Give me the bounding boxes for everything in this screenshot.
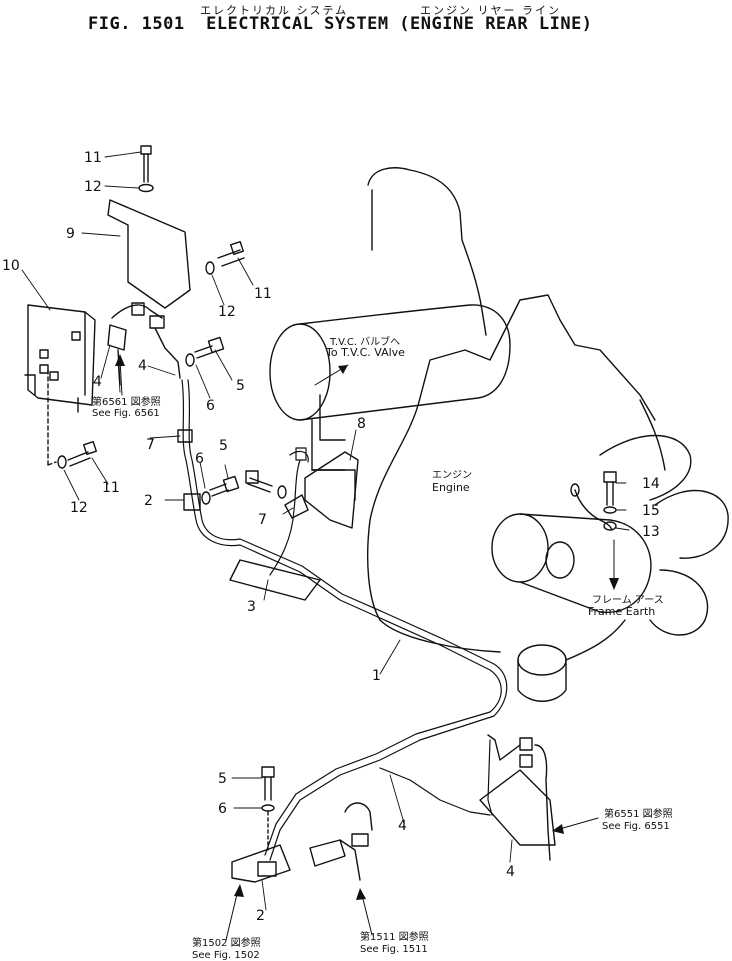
washer-12-top <box>138 183 154 193</box>
callout-3: 3 <box>247 599 256 615</box>
bolt-11-lower <box>67 440 98 467</box>
callout-11-right: 11 <box>254 286 272 302</box>
tvc-label-en: To T.V.C. VAlve <box>325 346 405 359</box>
bolt-14 <box>603 471 617 506</box>
leader-lines <box>21 151 630 911</box>
callout-7-right: 7 <box>258 512 267 528</box>
washer-6-upper <box>185 353 195 367</box>
arrow-head-1502 <box>234 884 244 897</box>
ref-6561-en: See Fig. 6561 <box>92 408 160 419</box>
callout-12-lower: 12 <box>70 500 88 516</box>
ref-1511-en: See Fig. 1511 <box>360 944 428 955</box>
ref-1511-jp: 第1511 図参照 <box>360 930 429 943</box>
frame-earth-wire <box>570 483 617 531</box>
clamp-2-lower <box>257 861 277 877</box>
callout-12-right: 12 <box>218 304 236 320</box>
cover-9 <box>107 199 191 309</box>
connector-1511 <box>309 802 373 881</box>
ref-1502-en: See Fig. 1502 <box>192 950 260 961</box>
callout-8: 8 <box>357 416 366 432</box>
reference-arrows <box>119 359 615 941</box>
washer-15 <box>603 506 617 514</box>
washer-6-lower <box>261 804 275 812</box>
callout-14: 14 <box>642 476 660 492</box>
figure-title: FIG. 1501 ELECTRICAL SYSTEM (ENGINE REAR… <box>88 14 593 34</box>
arrow-head-6551 <box>552 824 564 834</box>
bolt-5-upper <box>194 336 225 359</box>
clamp-7-right <box>284 494 309 519</box>
engine-body <box>269 167 729 702</box>
ref-6561-jp: 第6561 図参照 <box>92 395 161 408</box>
ref-6551-en: See Fig. 6551 <box>602 821 670 832</box>
callout-6-upper: 6 <box>206 398 215 414</box>
arrow-head-6561 <box>115 354 125 366</box>
bolt-5-mid <box>209 475 240 497</box>
callout-11-lower: 11 <box>102 480 120 496</box>
engine-label-en: Engine <box>432 481 470 494</box>
washer-6-mid <box>201 491 211 505</box>
arrow-head-frame-earth <box>609 578 619 590</box>
callout-2-upper: 2 <box>144 493 153 509</box>
bracket-lower-left <box>231 844 291 883</box>
bolt-11-right <box>217 240 245 267</box>
frame-earth-label-en: Frame Earth <box>588 605 655 618</box>
callout-5-mid: 5 <box>219 438 228 454</box>
ref-1502-jp: 第1502 図参照 <box>192 936 261 949</box>
callout-9: 9 <box>66 226 75 242</box>
engine-label-jp: エンジン <box>432 470 472 481</box>
washer-near-8 <box>277 485 287 499</box>
bolt-near-8 <box>245 470 273 493</box>
japanese-title-part-2: エンジン リヤー ライン <box>420 4 561 17</box>
arrow-head-1511 <box>356 888 366 900</box>
callout-6-lower: 6 <box>218 801 227 817</box>
washer-12-right <box>205 261 215 275</box>
clamp-2-upper <box>183 493 201 511</box>
tvc-label-jp: T.V.C. バルブへ <box>329 335 400 348</box>
connector-6561 <box>107 302 181 386</box>
callout-5-lower: 5 <box>218 771 227 787</box>
callout-12-top: 12 <box>84 179 102 195</box>
callout-11-top: 11 <box>84 150 102 166</box>
bolt-5-lower <box>261 766 275 801</box>
callout-7-left: 7 <box>146 437 155 453</box>
callout-13: 13 <box>642 524 660 540</box>
japanese-title-part-1: エレクトリカル システム <box>200 4 349 17</box>
callout-4-left: 4 <box>93 374 102 390</box>
bolt-11-top <box>140 145 152 183</box>
controller-10 <box>24 304 96 413</box>
callout-1: 1 <box>372 668 381 684</box>
bracket-8 <box>304 451 359 529</box>
callout-4-mid: 4 <box>138 358 147 374</box>
callout-4-lower-right: 4 <box>506 864 515 880</box>
callout-4-lower-mid: 4 <box>398 818 407 834</box>
frame-earth-label-jp: フレーム アース <box>592 594 664 606</box>
arrow-head-tvc <box>338 365 348 374</box>
callout-15: 15 <box>642 503 660 519</box>
washer-12-lower <box>57 455 67 469</box>
callout-5-upper: 5 <box>236 378 245 394</box>
connector-6551 <box>487 734 551 861</box>
wire-harness-1 <box>181 379 508 861</box>
protector-3 <box>229 559 321 601</box>
callout-10: 10 <box>2 258 20 274</box>
ref-6551-jp: 第6551 図参照 <box>604 807 673 820</box>
callout-6-mid: 6 <box>195 451 204 467</box>
cover-4-lower <box>479 769 556 846</box>
figure-header: エレクトリカル システム エンジン リヤー ライン FIG. 1501 ELEC… <box>0 0 732 48</box>
callout-2-lower: 2 <box>256 908 265 924</box>
